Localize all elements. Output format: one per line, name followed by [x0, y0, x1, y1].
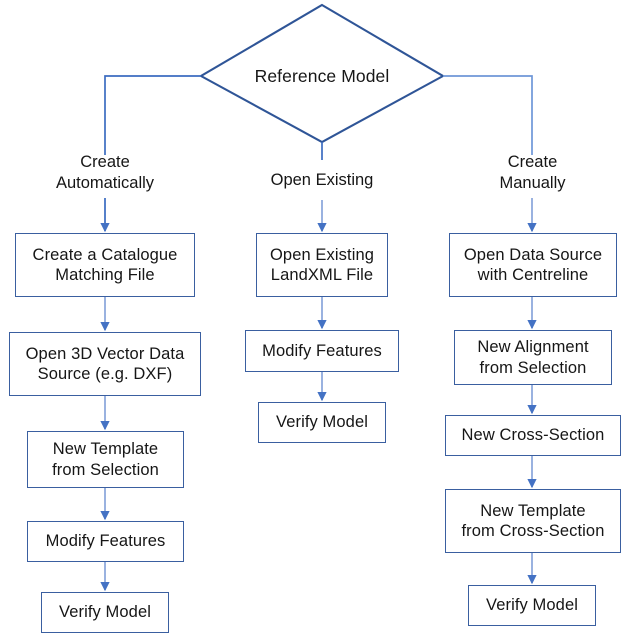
node-verify-model-left[interactable]: Verify Model: [41, 592, 169, 633]
decision-label: Reference Model: [254, 65, 390, 86]
edge-decision-to-right-branch: [443, 75, 533, 155]
node-modify-features-middle[interactable]: Modify Features: [245, 330, 399, 372]
node-new-alignment-from-selection[interactable]: New Alignment from Selection: [454, 330, 612, 385]
node-verify-model-middle[interactable]: Verify Model: [258, 402, 386, 443]
node-new-template-from-selection[interactable]: New Template from Selection: [27, 431, 184, 488]
node-modify-features-left[interactable]: Modify Features: [27, 521, 184, 562]
node-create-a-catalogue-matching-file[interactable]: Create a Catalogue Matching File: [15, 233, 195, 297]
node-new-cross-section[interactable]: New Cross-Section: [445, 415, 621, 456]
node-new-template-from-cross-section[interactable]: New Template from Cross-Section: [445, 489, 621, 553]
branch-label-create-automatically: Create Automatically: [55, 152, 155, 192]
node-open-3d-vector-data-source[interactable]: Open 3D Vector Data Source (e.g. DXF): [9, 332, 201, 396]
branch-label-open-existing: Open Existing: [270, 171, 374, 190]
node-open-data-source-with-centreline[interactable]: Open Data Source with Centreline: [449, 233, 617, 297]
node-open-existing-landxml-file[interactable]: Open Existing LandXML File: [256, 233, 388, 297]
edge-decision-to-left-branch: [104, 75, 201, 155]
node-verify-model-right[interactable]: Verify Model: [468, 585, 596, 626]
branch-label-create-manually: Create Manually: [499, 152, 566, 192]
